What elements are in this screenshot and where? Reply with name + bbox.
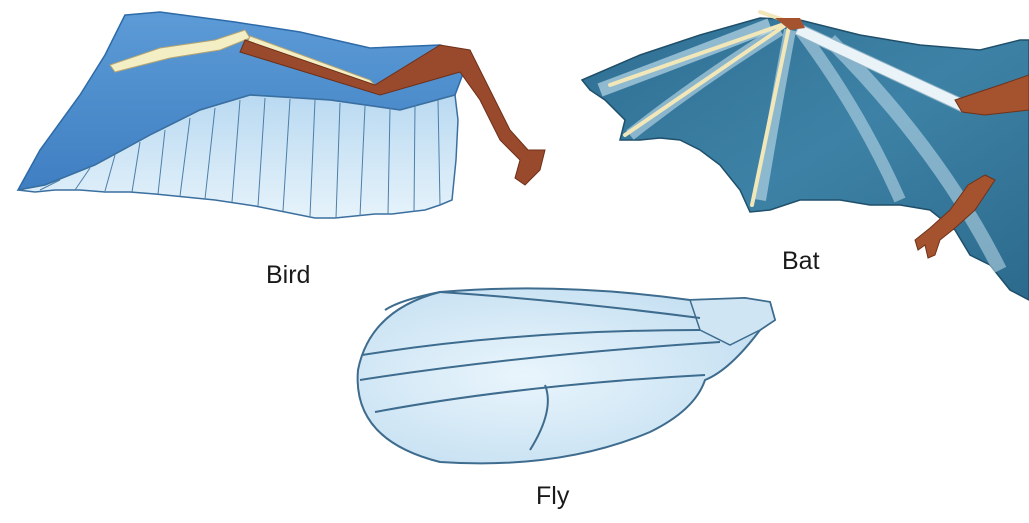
bird-wing-icon <box>18 12 545 218</box>
fly-wing-icon <box>358 288 775 463</box>
fly-label: Fly <box>536 484 569 509</box>
bat-label: Bat <box>782 249 820 274</box>
bird-label: Bird <box>266 263 310 288</box>
